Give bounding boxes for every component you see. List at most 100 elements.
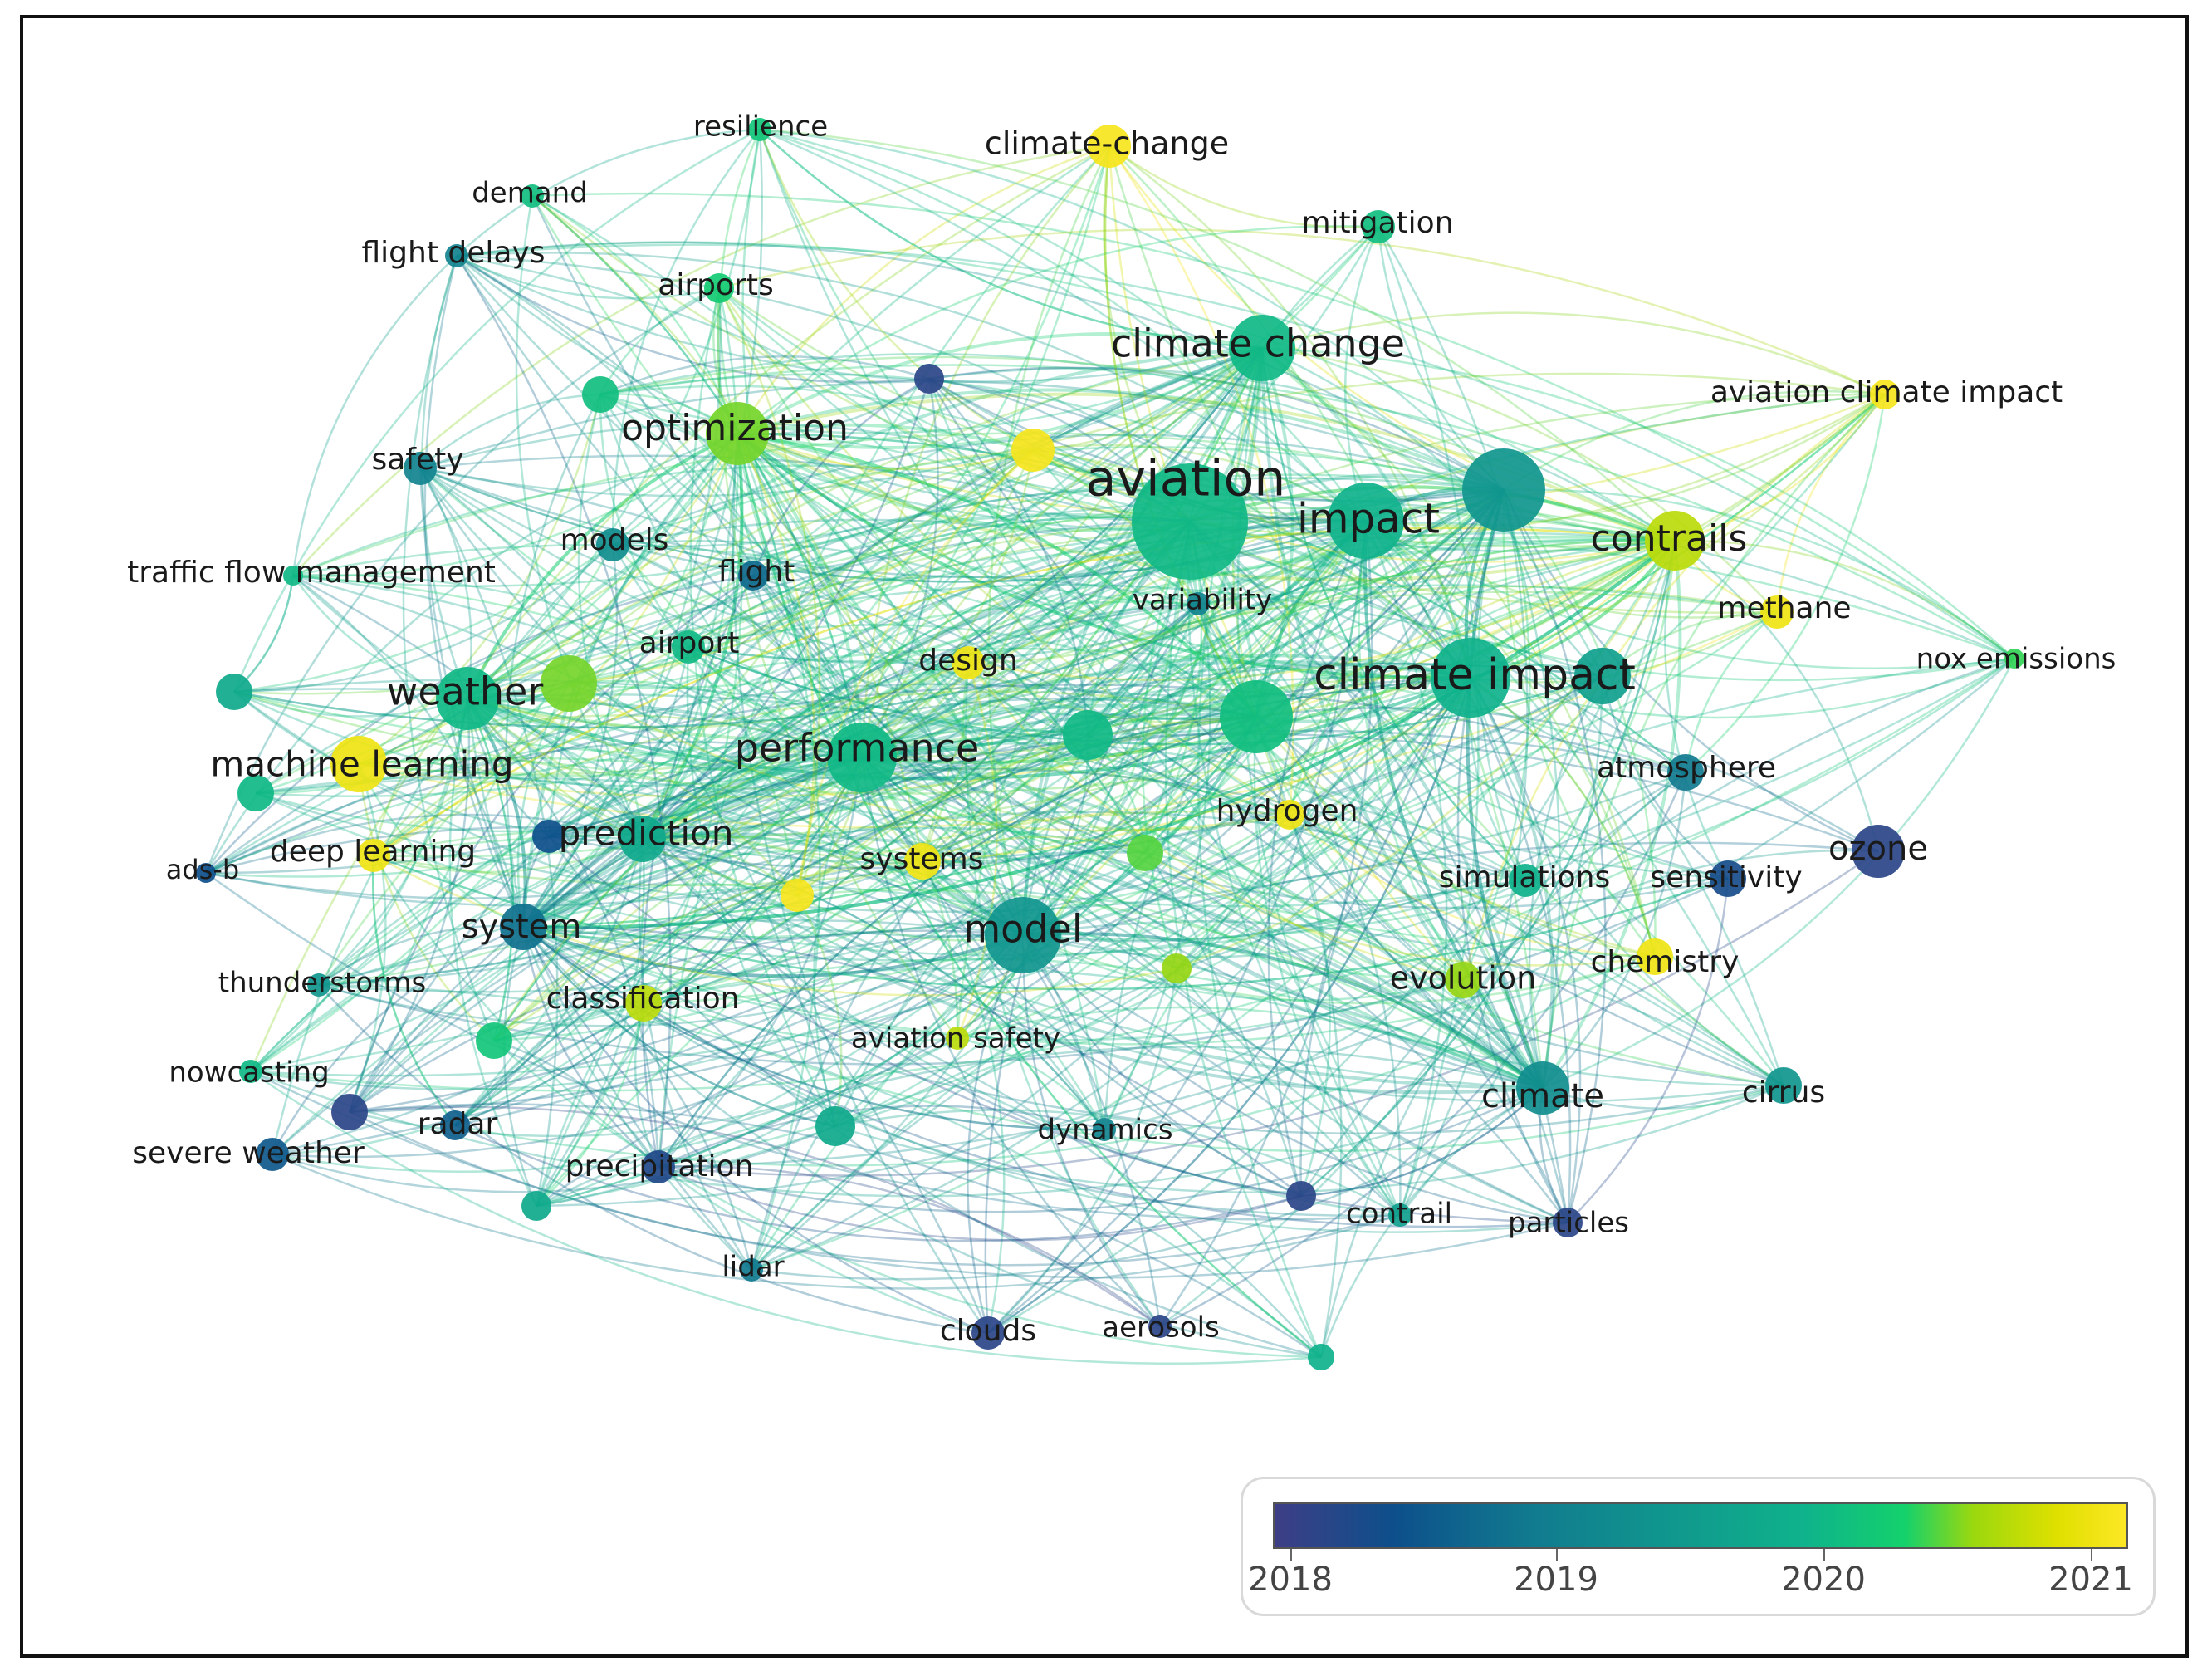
network-edge [492,661,969,1041]
network-edge [860,757,1161,1327]
network-edge [1462,849,1879,981]
node-ads-b[interactable] [196,863,216,883]
node-deep-learning[interactable] [357,839,390,872]
node-contrails[interactable] [1645,511,1705,571]
network-edge [548,753,863,838]
node-prediction[interactable] [619,816,666,862]
node-u8[interactable] [1063,710,1113,760]
node-thunderstorms[interactable] [307,973,330,997]
node-particles[interactable] [1553,1208,1583,1237]
node-weather[interactable] [436,667,499,730]
node-resilience[interactable] [748,118,771,141]
node-safety[interactable] [404,452,437,485]
node-contrail[interactable] [1388,1203,1412,1227]
node-u7[interactable] [476,1022,512,1059]
node-variability[interactable] [1187,592,1210,615]
node-u5[interactable] [582,376,619,413]
node-u10[interactable] [1162,953,1192,983]
node-traffic-flow-management[interactable] [283,566,303,586]
network-edge [522,925,1024,978]
node-u12[interactable] [216,674,252,710]
network-edge [1165,521,1323,1358]
node-models[interactable] [596,528,629,561]
node-design[interactable] [952,646,985,679]
node-model[interactable] [985,897,1061,973]
node-u14[interactable] [815,1106,855,1146]
node-sensitivity[interactable] [1710,860,1746,897]
node-airport[interactable] [672,630,705,664]
node-demand[interactable] [521,184,544,208]
node-u9[interactable] [1127,835,1163,871]
network-edge [568,682,1106,1130]
network-edge [466,697,527,928]
node-nox-emissions[interactable] [2004,649,2024,669]
node-climate-change-h[interactable] [1088,125,1131,168]
node-u15[interactable] [331,1094,368,1130]
node-u16[interactable] [1286,1181,1316,1211]
node-evolution[interactable] [1445,962,1481,998]
network-edge [348,145,1110,1113]
label-systems: systems [860,842,984,876]
node-systems[interactable] [904,843,941,880]
node-dynamics[interactable] [1093,1118,1116,1141]
node-u6[interactable] [541,655,597,712]
node-methane[interactable] [1760,595,1794,629]
node-u17[interactable] [521,1191,551,1221]
node-u18[interactable] [1574,648,1631,704]
node-aviation[interactable] [1132,463,1248,580]
node-climate-change[interactable] [1229,315,1295,381]
node-radar[interactable] [440,1110,470,1140]
node-aviation-safety[interactable] [946,1027,969,1050]
node-climate[interactable] [1516,1061,1569,1115]
network-edge [1021,346,1264,936]
network-edge [1104,880,1526,1131]
node-u11[interactable] [781,879,814,912]
node-u1[interactable] [1462,448,1545,532]
node-atmosphere[interactable] [1667,754,1704,791]
node-chemistry[interactable] [1637,938,1673,975]
node-u3[interactable] [1011,429,1055,472]
node-u2[interactable] [1220,680,1293,753]
node-ozone[interactable] [1852,825,1905,878]
node-airports[interactable] [704,273,734,303]
network-edge [612,518,1471,679]
node-classification[interactable] [625,985,662,1022]
node-machine-learning[interactable] [330,736,387,792]
node-nowcasting[interactable] [239,1060,262,1083]
network-edge [349,393,1886,1113]
node-severe-weather[interactable] [256,1138,289,1171]
node-mitigation[interactable] [1362,210,1395,243]
node-u4[interactable] [914,364,944,394]
node-flight-delays[interactable] [445,244,468,267]
network-edge [759,128,1367,522]
node-u19[interactable] [1308,1344,1334,1370]
node-optimization[interactable] [706,402,769,465]
network-edge [454,145,1111,1127]
node-cirrus[interactable] [1765,1067,1802,1104]
node-u20[interactable] [532,820,565,853]
network-edge [467,583,1603,700]
node-impact[interactable] [1328,483,1404,559]
label-demand: demand [472,177,588,210]
node-climate-impact[interactable] [1431,638,1510,718]
node-clouds[interactable] [971,1316,1005,1350]
network-edge [250,756,863,1072]
node-precipitation[interactable] [642,1150,675,1183]
node-u13[interactable] [237,775,274,811]
network-edge [455,255,672,1168]
node-system[interactable] [500,904,546,950]
node-simulations[interactable] [1509,864,1542,897]
network-edge [1022,934,1464,1002]
network-edge [522,733,1089,928]
network-edge [1159,540,1676,1327]
network-edge [861,488,1505,759]
node-lidar[interactable] [740,1258,763,1282]
label-design: design [918,644,1017,678]
network-edge [750,715,1257,1271]
node-performance[interactable] [827,723,897,792]
node-aviation-climate-impact[interactable] [1870,380,1900,409]
node-flight[interactable] [738,561,768,591]
node-aerosols[interactable] [1148,1315,1172,1338]
network-edge [599,355,930,396]
node-hydrogen[interactable] [1275,800,1304,830]
